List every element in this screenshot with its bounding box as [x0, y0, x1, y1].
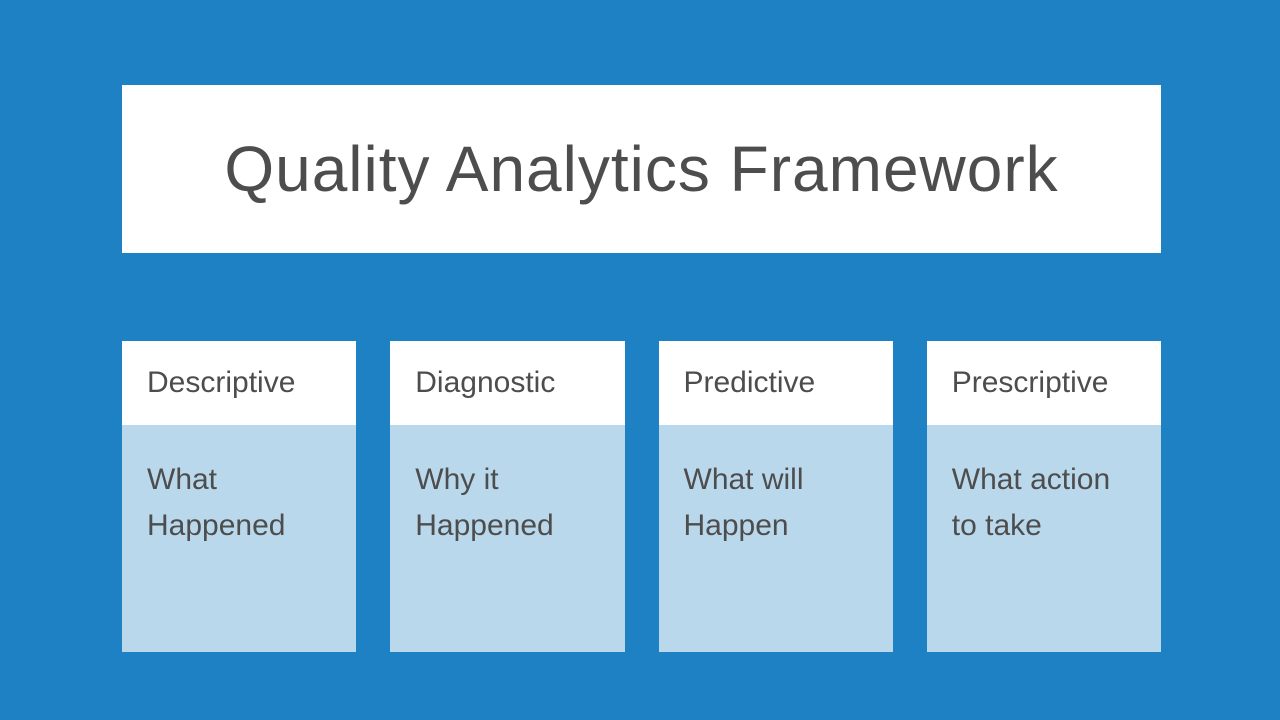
card-header-label: Predictive [658, 341, 893, 425]
card-body-text: What will Happen [658, 425, 893, 652]
slide-title: Quality Analytics Framework [224, 133, 1059, 205]
card-predictive: Predictive What will Happen [658, 341, 893, 652]
analytics-cards-row: Descriptive What Happened Diagnostic Why… [122, 341, 1161, 652]
card-body-text: What Happened [122, 425, 357, 652]
card-descriptive: Descriptive What Happened [122, 341, 357, 652]
card-header-label: Prescriptive [926, 341, 1161, 425]
card-header-label: Descriptive [122, 341, 357, 425]
card-body-text: Why it Happened [390, 425, 625, 652]
card-header-label: Diagnostic [390, 341, 625, 425]
title-panel: Quality Analytics Framework [122, 85, 1161, 253]
card-prescriptive: Prescriptive What action to take [926, 341, 1161, 652]
card-diagnostic: Diagnostic Why it Happened [390, 341, 625, 652]
card-body-text: What action to take [926, 425, 1161, 652]
